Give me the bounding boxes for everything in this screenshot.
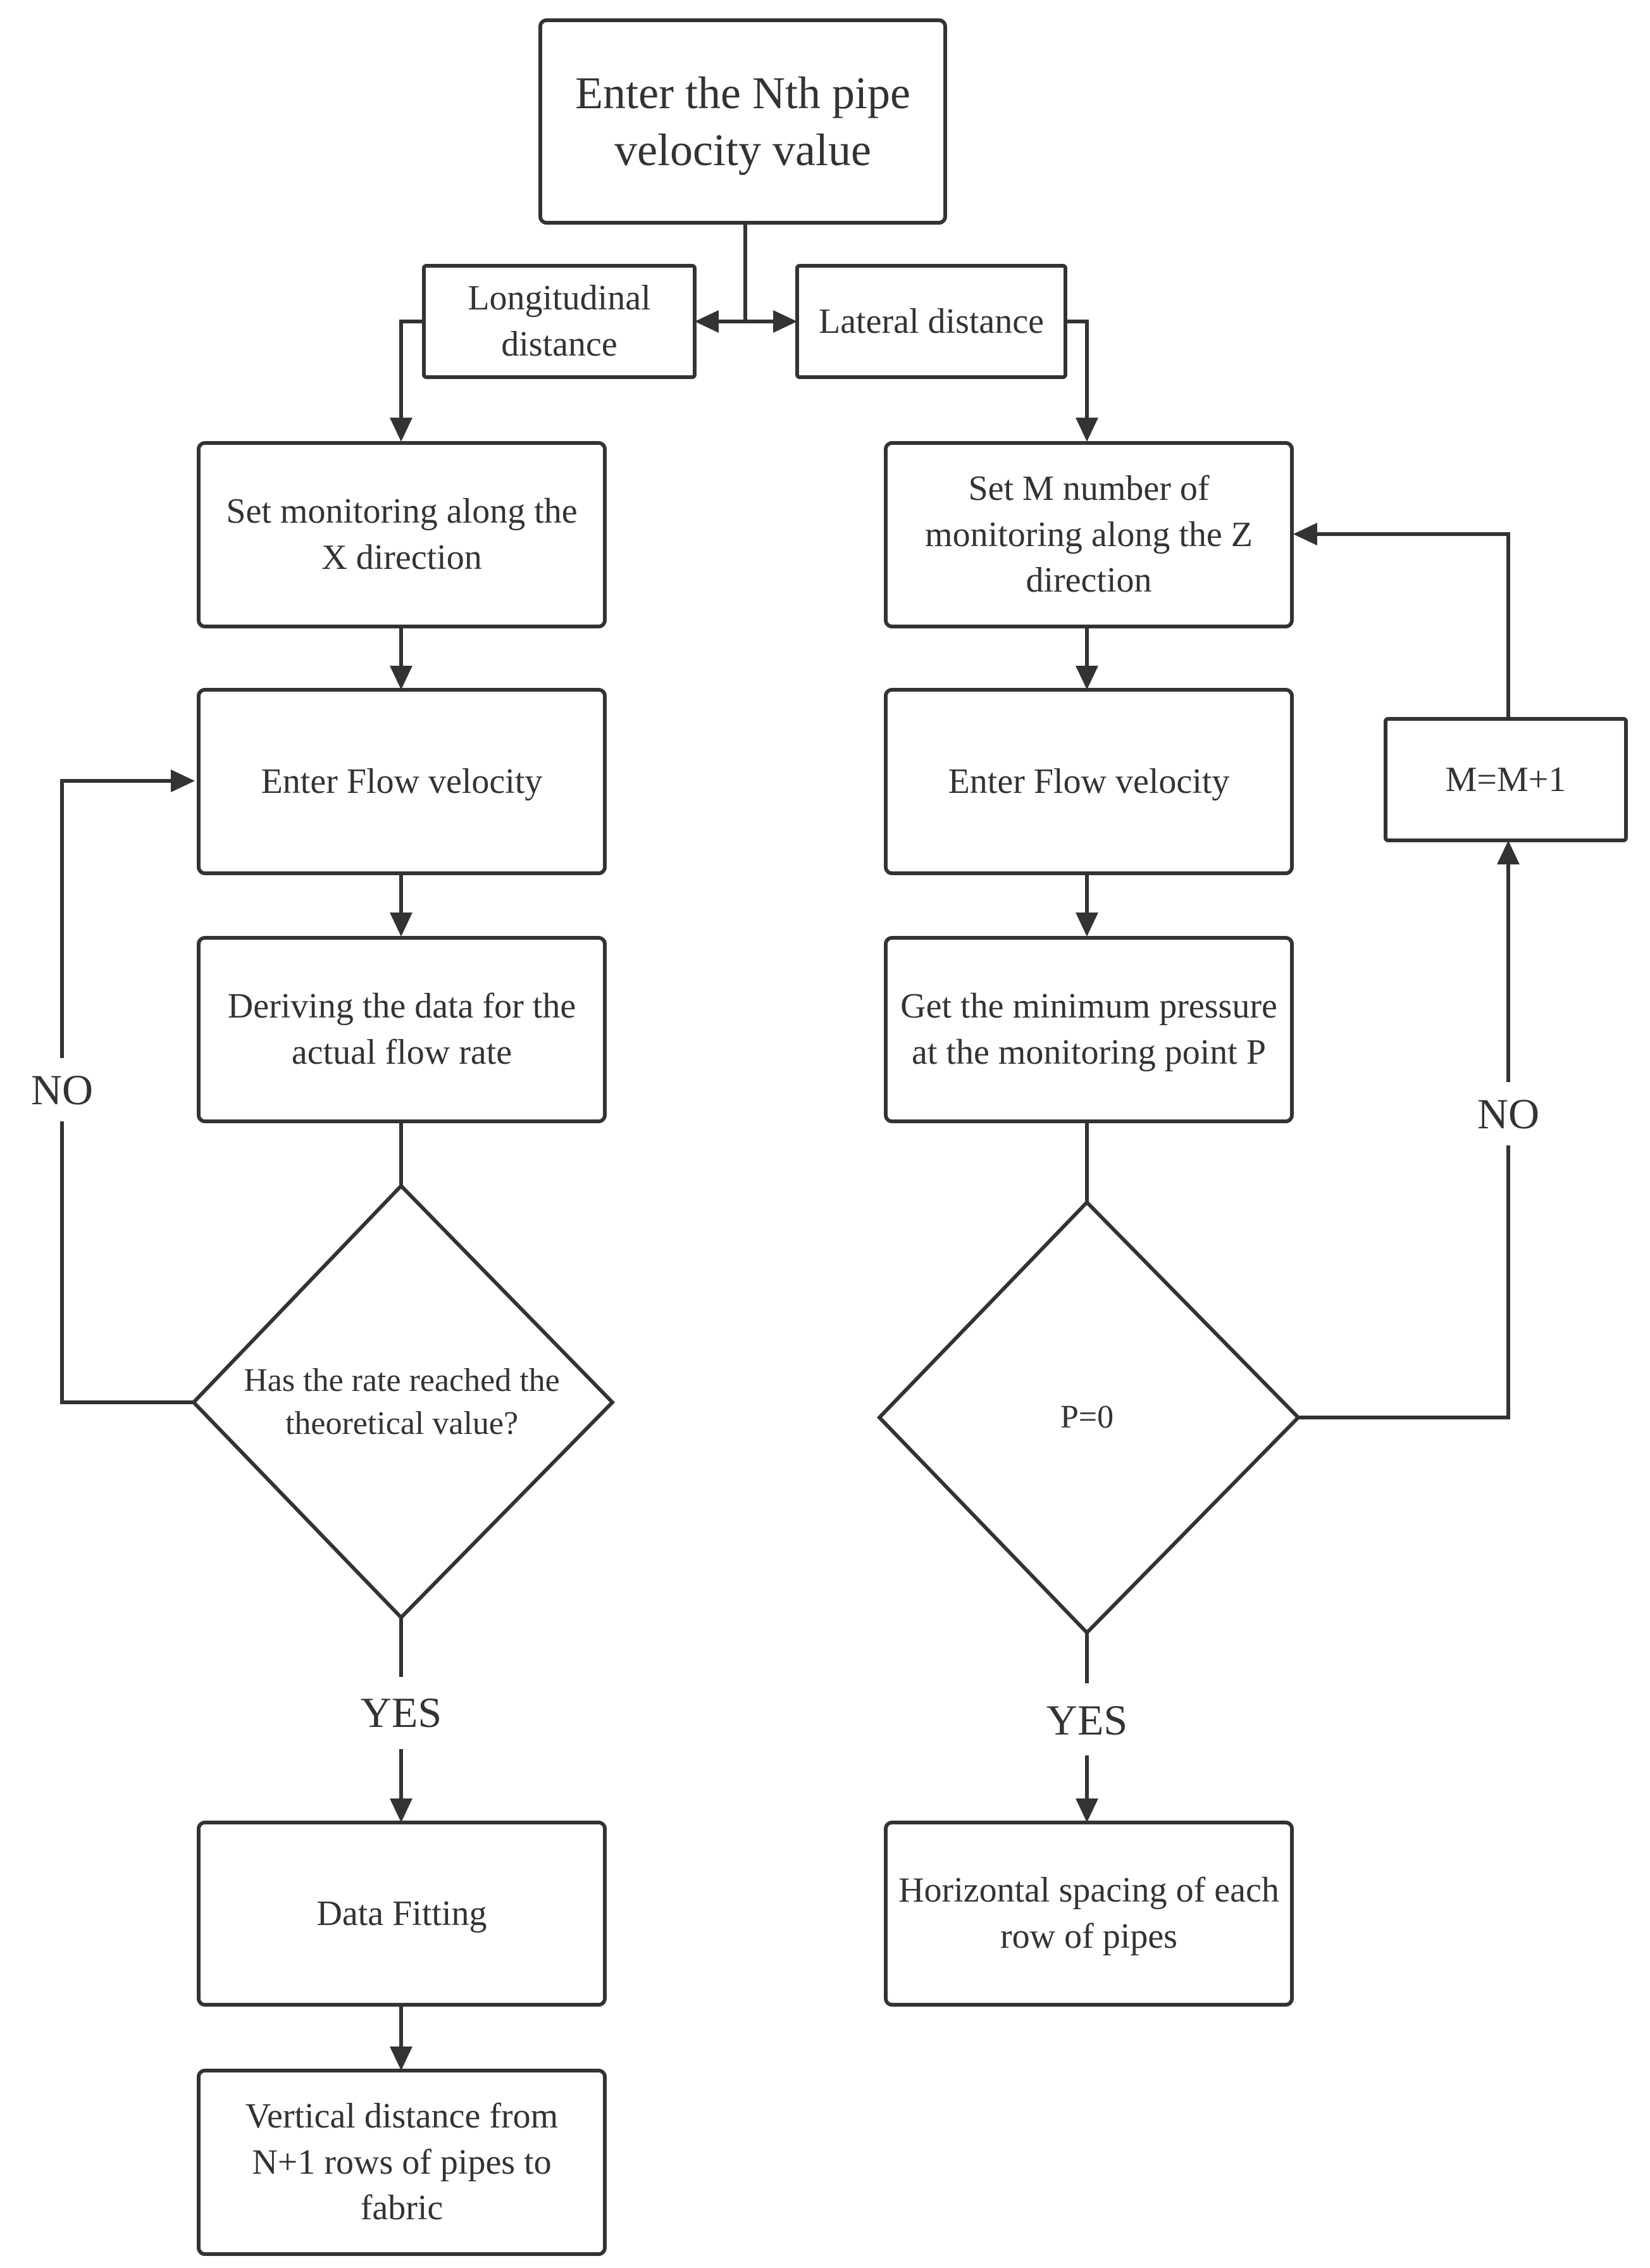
data-fitting-box [197, 1821, 607, 2007]
vertical-distance-box [197, 2069, 607, 2256]
set-x-node-label: Set monitoring along the X direction [226, 492, 578, 577]
deriving-box [197, 936, 607, 1123]
decision-right-diamond [876, 1199, 1301, 1636]
lateral-box [795, 264, 1067, 379]
arrowhead [1076, 418, 1098, 442]
decision-right-node-label: P=0 [1060, 1399, 1114, 1436]
edge-lateral-setz [1065, 320, 1089, 418]
edge-decision-no-right [1298, 864, 1510, 1419]
arrowhead [390, 418, 412, 442]
longitudinal-node-label: Longitudinal distance [468, 278, 651, 364]
arrowhead [695, 310, 719, 333]
arrowhead [171, 770, 195, 792]
edge-increment-setz [1317, 532, 1510, 719]
enter-flow-right-box [884, 688, 1294, 875]
arrowhead [1497, 840, 1520, 864]
data-fitting-node-label: Data Fitting [316, 1893, 487, 1933]
arrowhead [1293, 523, 1317, 545]
start-box [538, 18, 947, 225]
lateral-node-label: Lateral distance [818, 301, 1044, 341]
arrowhead [390, 1798, 412, 1822]
horizontal-spacing-box [884, 1821, 1294, 2007]
shapes [190, 18, 1628, 2256]
longitudinal-box [422, 264, 697, 379]
decision-left-diamond [190, 1183, 616, 1621]
pressure-box [884, 936, 1294, 1123]
decision-left-node-label: Has the rate reached the theoretical val… [244, 1362, 560, 1442]
set-x-box [197, 441, 607, 628]
arrowhead [390, 2047, 412, 2071]
horizontal-spacing-node-label: Horizontal spacing of each row of pipes [898, 1871, 1279, 1956]
set-z-box [884, 441, 1294, 628]
increment-node-label: M=M+1 [1445, 759, 1566, 799]
deriving-node-label: Deriving the data for the actual flow ra… [227, 987, 576, 1072]
start-node-label: Enter the Nth pipe velocity value [575, 68, 910, 175]
vertical-distance-node-label: Vertical distance from N+1 rows of pipes… [245, 2096, 559, 2228]
arrowhead [390, 666, 412, 690]
arrowhead [1076, 1798, 1098, 1822]
arrowhead [1076, 913, 1098, 937]
arrowhead [1076, 666, 1098, 690]
no-label-right: NO [1458, 1082, 1559, 1145]
enter-flow-left-box [197, 688, 607, 875]
arrowhead [390, 913, 412, 937]
pressure-node-label: Get the minimum pressure at the monitori… [900, 987, 1277, 1072]
connectors [60, 223, 1520, 2071]
no-label-left: NO [11, 1058, 113, 1121]
set-z-node-label: Set M number of monitoring along the Z d… [925, 468, 1253, 601]
yes-label-left: YES [338, 1681, 464, 1744]
increment-box [1384, 717, 1628, 842]
arrowhead [773, 310, 797, 333]
enter-flow-right-node-label: Enter Flow velocity [948, 761, 1230, 801]
enter-flow-left-node-label: Enter Flow velocity [261, 761, 543, 801]
edge-longitudinal-setx [399, 320, 424, 418]
yes-label-right: YES [1024, 1688, 1150, 1752]
